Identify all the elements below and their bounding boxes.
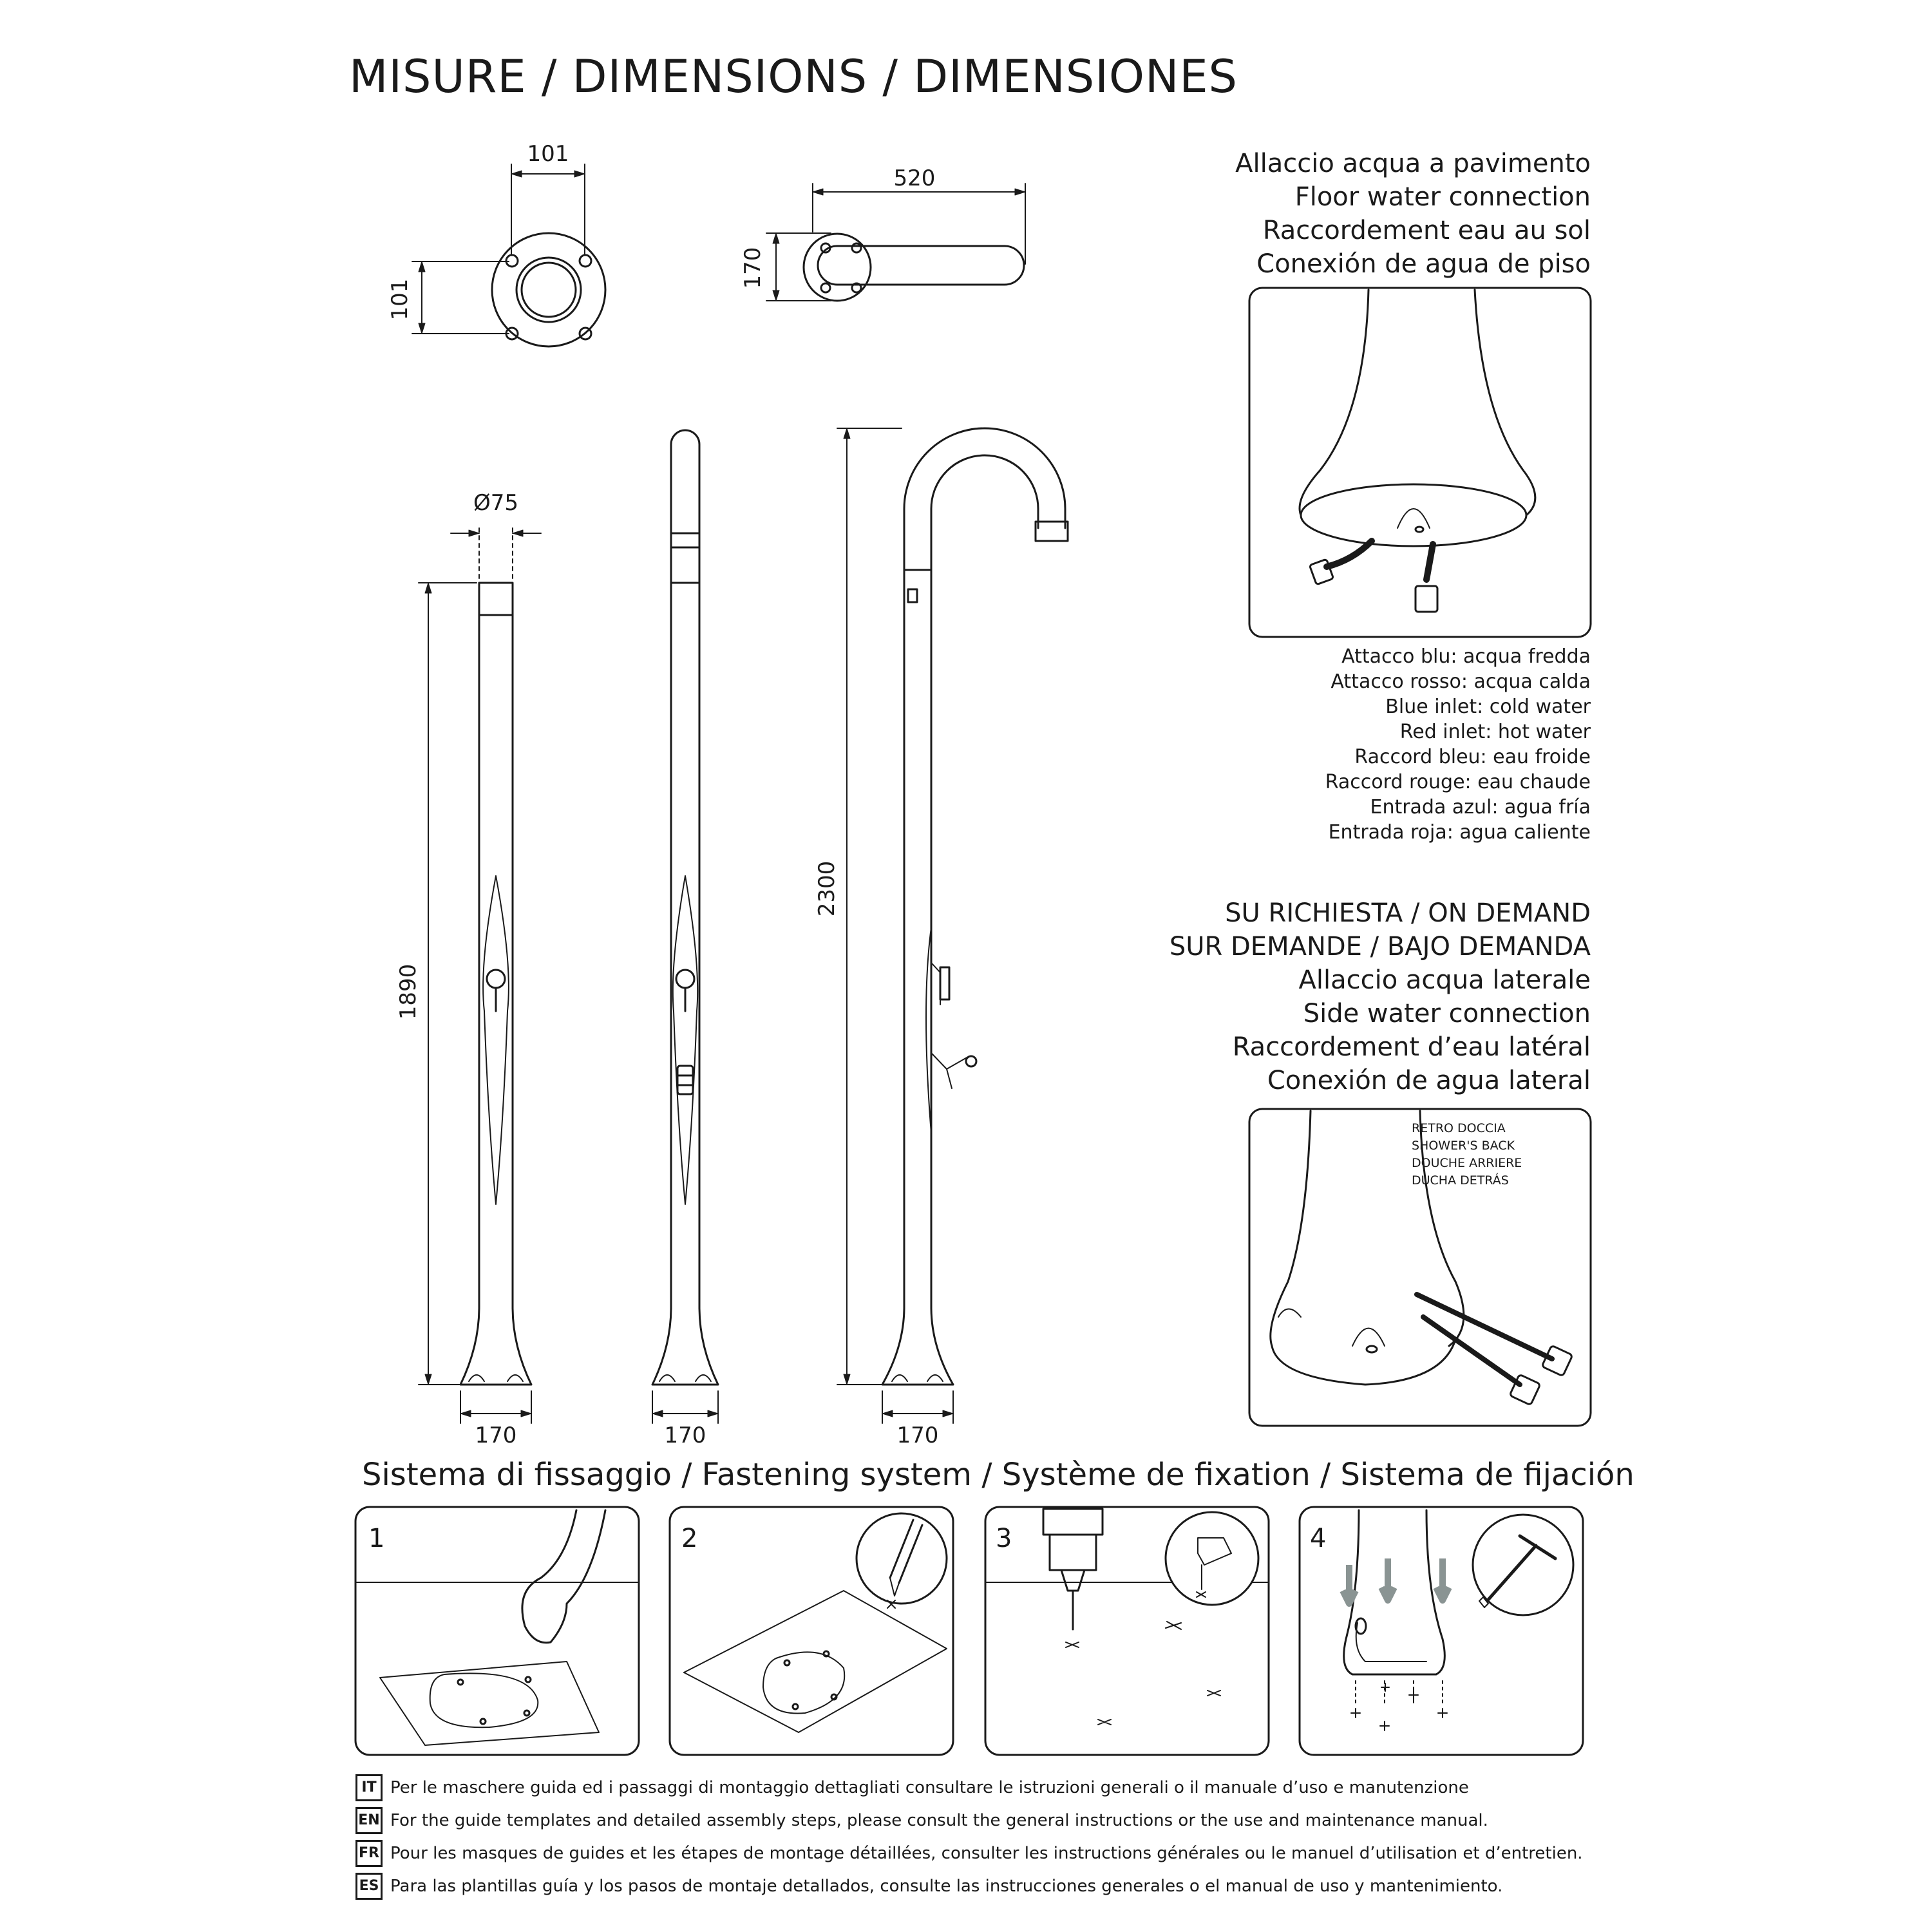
note-text-en: For the guide templates and detailed ass…: [390, 1811, 1488, 1830]
dim-height-1: 1890: [395, 964, 421, 1020]
step-2-number: 2: [681, 1524, 697, 1553]
legend-item: Entrada azul: agua fría: [1370, 796, 1591, 819]
page-title: MISURE / DIMENSIONS / DIMENSIONES: [349, 50, 1238, 103]
floor-connection-fr: Raccordement eau au sol: [1262, 216, 1591, 245]
step-1-number: 1: [368, 1524, 384, 1553]
dim-diameter: Ø75: [473, 490, 518, 516]
side-view: [837, 427, 1069, 1424]
shower-back-label-en: SHOWER'S BACK: [1412, 1139, 1515, 1153]
floor-connection-en: Floor water connection: [1294, 182, 1591, 212]
legend-item: Attacco rosso: acqua calda: [1331, 670, 1591, 693]
lang-badge-es: ES: [355, 1873, 383, 1900]
fastening-title: Sistema di fissaggio / Fastening system …: [362, 1457, 1634, 1493]
floor-connection-es: Conexión de agua de piso: [1256, 249, 1591, 279]
lang-badge-fr: FR: [355, 1840, 383, 1867]
on-demand-line: Raccordement d’eau latéral: [1232, 1032, 1591, 1062]
step-4-illustration: [1298, 1506, 1584, 1756]
note-text-it: Per le maschere guida ed i passaggi di m…: [390, 1778, 1469, 1797]
shower-back-label-es: DUCHA DETRÁS: [1412, 1173, 1509, 1188]
step-3-number: 3: [996, 1524, 1012, 1553]
shower-back-label-fr: DOUCHE ARRIERE: [1412, 1156, 1522, 1170]
note-es: ES Para las plantillas guía y los pasos …: [355, 1873, 1502, 1900]
step-3-illustration: [984, 1506, 1270, 1756]
floor-connection-heading: Allaccio acqua a pavimento Floor water c…: [1235, 147, 1591, 281]
on-demand-line: Conexión de agua lateral: [1267, 1066, 1591, 1095]
floor-connection-it: Allaccio acqua a pavimento: [1235, 149, 1591, 178]
base-top-view: [412, 164, 607, 348]
on-demand-line: SUR DEMANDE / BAJO DEMANDA: [1169, 932, 1591, 961]
dim-base-height: 101: [387, 279, 413, 321]
note-en: EN For the guide templates and detailed …: [355, 1807, 1488, 1834]
inlet-legend: Attacco blu: acqua fredda Attacco rosso:…: [1325, 644, 1591, 845]
dim-foot-2: 170: [665, 1423, 706, 1448]
on-demand-heading: SU RICHIESTA / ON DEMAND SUR DEMANDE / B…: [1170, 896, 1591, 1097]
note-text-fr: Pour les masques de guides et les étapes…: [390, 1844, 1583, 1863]
on-demand-line: Allaccio acqua laterale: [1298, 965, 1591, 995]
back-view: [651, 429, 719, 1424]
step-1-illustration: [354, 1506, 640, 1756]
on-demand-line: SU RICHIESTA / ON DEMAND: [1225, 898, 1591, 928]
shower-back-label-it: RETRO DOCCIA: [1412, 1121, 1506, 1135]
floor-connection-illustration: [1248, 287, 1592, 638]
arm-top-view: [766, 183, 1026, 302]
legend-item: Red inlet: hot water: [1399, 721, 1591, 743]
legend-item: Raccord rouge: eau chaude: [1325, 771, 1591, 793]
dim-foot-3: 170: [897, 1423, 939, 1448]
note-fr: FR Pour les masques de guides et les éta…: [355, 1840, 1583, 1867]
legend-item: Entrada roja: agua caliente: [1328, 821, 1591, 844]
on-demand-line: Side water connection: [1303, 999, 1591, 1028]
dim-height-2: 2300: [814, 861, 840, 917]
note-text-es: Para las plantillas guía y los pasos de …: [390, 1877, 1503, 1896]
step-4-number: 4: [1310, 1524, 1326, 1553]
lang-badge-en: EN: [355, 1807, 383, 1834]
dim-foot-1: 170: [475, 1423, 517, 1448]
dim-base-width: 101: [527, 141, 569, 167]
dim-arm-width: 170: [740, 247, 766, 289]
front-view: [418, 527, 542, 1424]
legend-item: Blue inlet: cold water: [1385, 696, 1591, 718]
step-2-illustration: [668, 1506, 954, 1756]
legend-item: Raccord bleu: eau froide: [1354, 746, 1591, 768]
note-it: IT Per le maschere guida ed i passaggi d…: [355, 1774, 1469, 1801]
legend-item: Attacco blu: acqua fredda: [1341, 645, 1591, 668]
dim-arm-length: 520: [894, 166, 936, 191]
lang-badge-it: IT: [355, 1774, 383, 1801]
side-connection-illustration: [1248, 1108, 1592, 1427]
